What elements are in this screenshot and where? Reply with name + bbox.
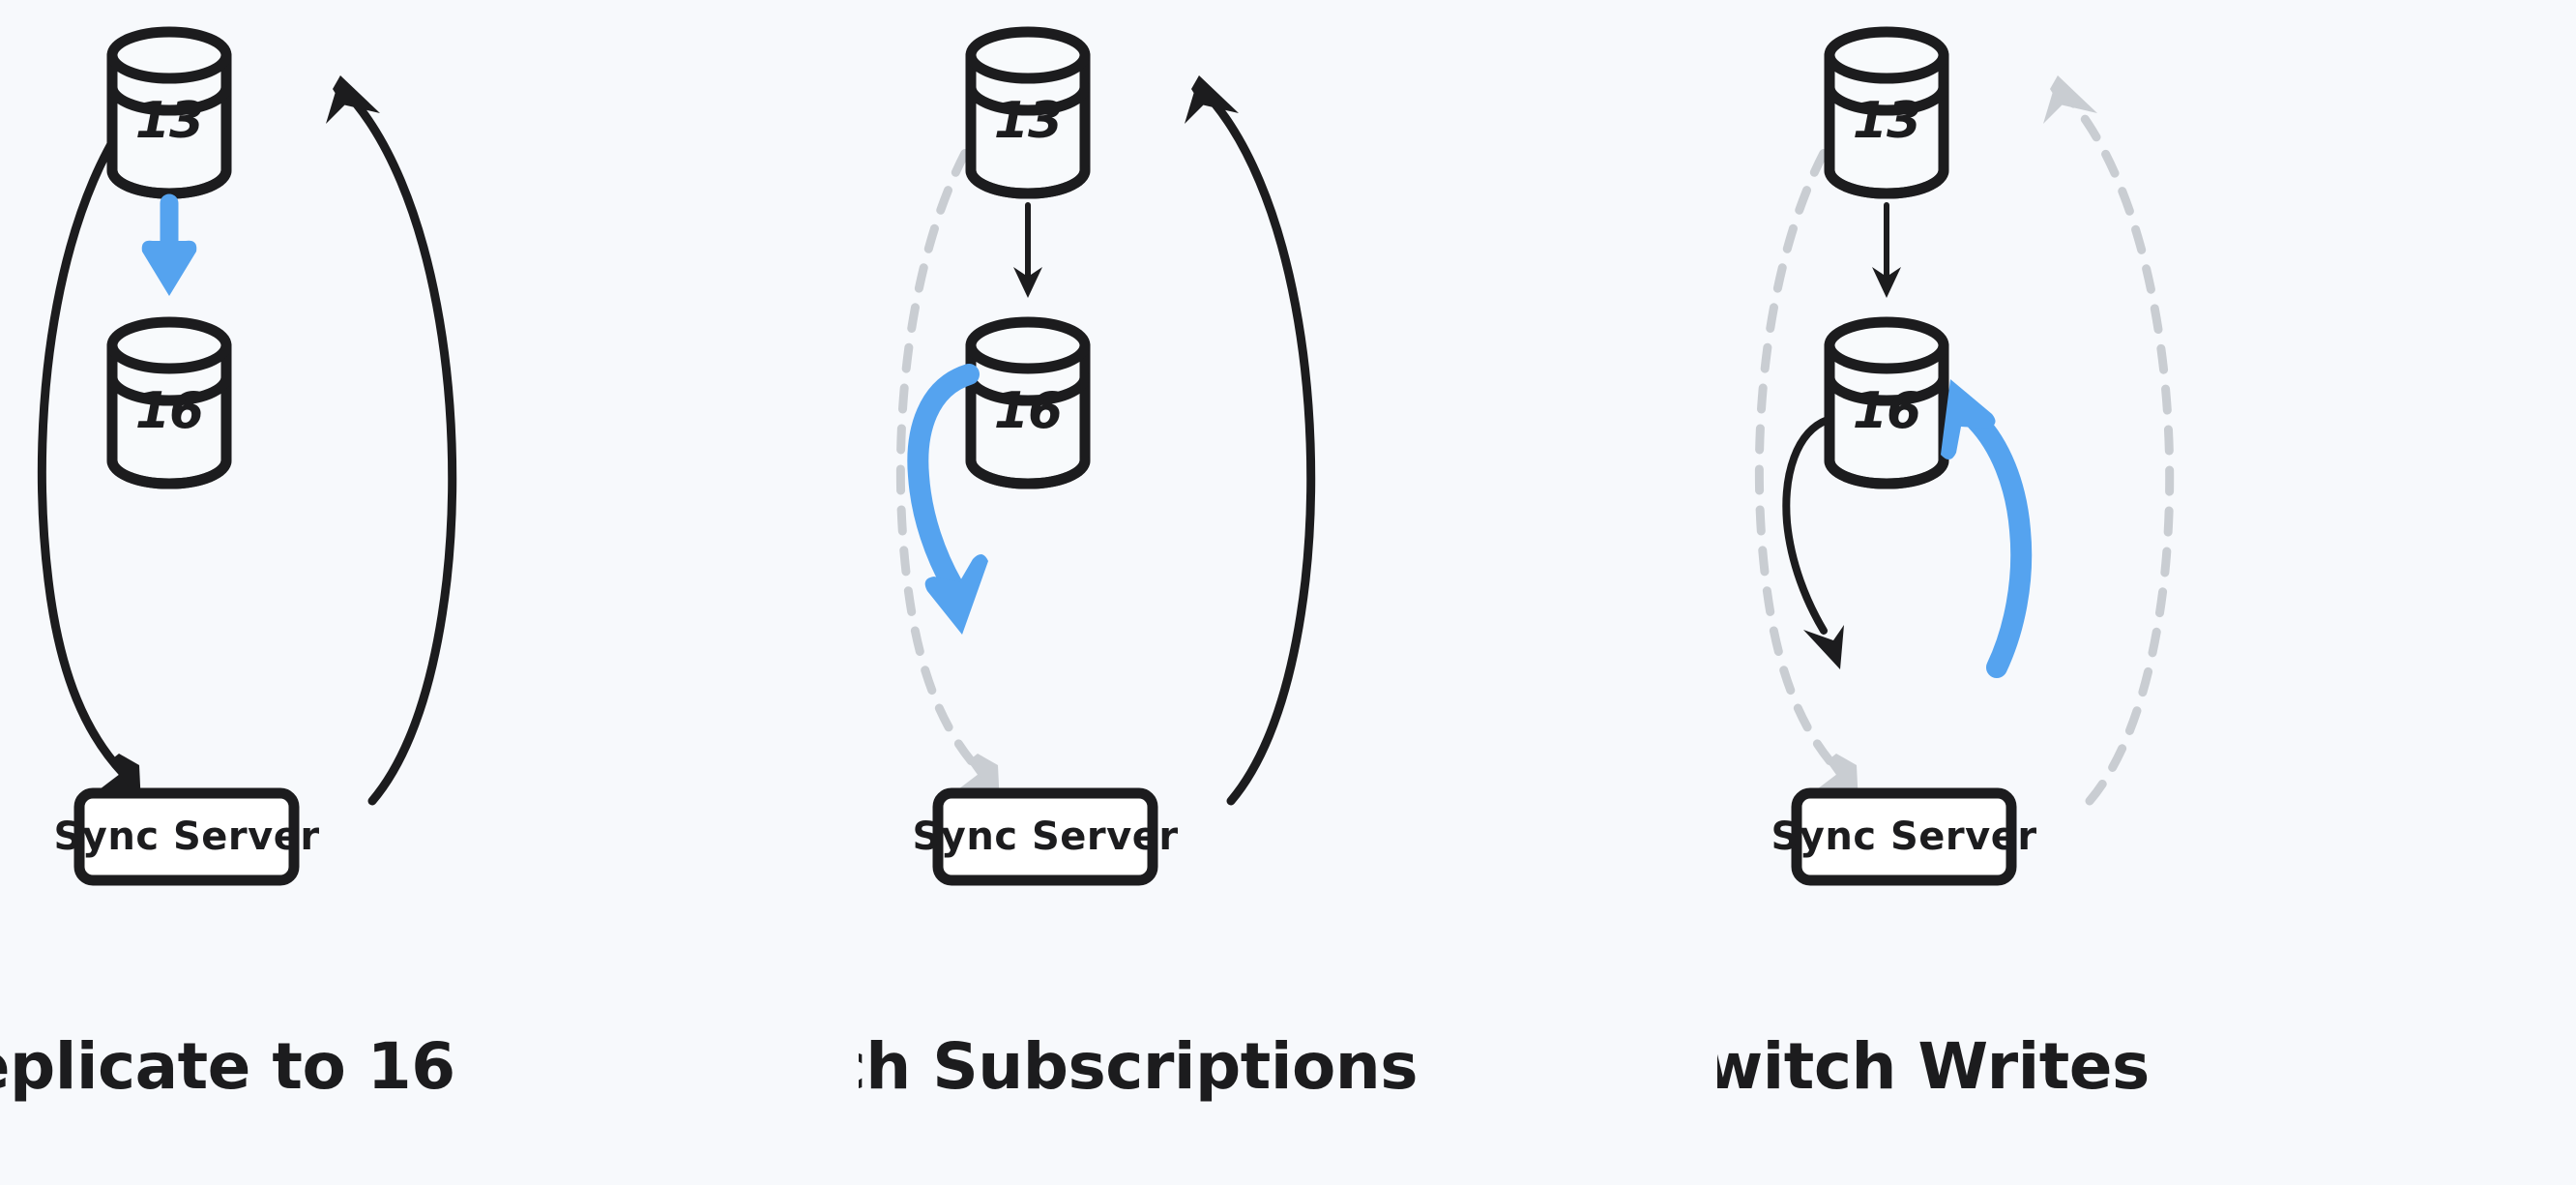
panel-switch-subscriptions: 13 16	[859, 0, 1717, 1185]
edge-subscription-16-to-server	[1782, 416, 1844, 669]
database-16: 16	[1824, 316, 1949, 489]
edge-old-writes-server-to-13	[2043, 75, 2175, 806]
panel-caption-switch-writes: Switch Writes	[1717, 1029, 2150, 1104]
sync-server-label: Sync Server	[912, 815, 1178, 859]
sync-server-box: Sync Server	[912, 787, 1178, 886]
database-16: 16	[106, 316, 232, 489]
sync-server-box: Sync Server	[1771, 787, 2036, 886]
database-13: 13	[965, 26, 1091, 199]
edge-replicate-13-to-16	[1872, 202, 1901, 298]
sync-server-box: Sync Server	[53, 787, 319, 886]
sync-server-label: Sync Server	[1771, 815, 2036, 859]
database-13: 13	[1824, 26, 1949, 199]
panel-caption-switch-subscriptions: Switch Subscriptions	[859, 1029, 1418, 1104]
database-13: 13	[106, 26, 232, 199]
panel-replicate: 13 16 Sync Server	[0, 0, 859, 1185]
panel-switch-writes: 13 16	[1717, 0, 2576, 1185]
database-16-label: 16	[1853, 382, 1920, 440]
database-13-label: 13	[1853, 92, 1920, 150]
edge-server-to-13-inbound	[326, 75, 457, 806]
database-13-label: 13	[135, 92, 203, 150]
database-16: 16	[965, 316, 1091, 489]
edge-writes-server-to-13	[1185, 75, 1316, 806]
sync-server-label: Sync Server	[53, 815, 319, 859]
database-16-label: 16	[135, 382, 203, 440]
edge-new-writes-server-to-16	[1941, 379, 2033, 678]
edge-replicate-13-to-16	[141, 193, 197, 296]
database-16-label: 16	[994, 382, 1062, 440]
database-13-label: 13	[994, 92, 1062, 150]
edge-replicate-13-to-16	[1013, 202, 1042, 298]
edge-new-subscription-16-to-server	[907, 364, 988, 635]
panel-caption-replicate: Replicate to 16	[0, 1029, 455, 1104]
